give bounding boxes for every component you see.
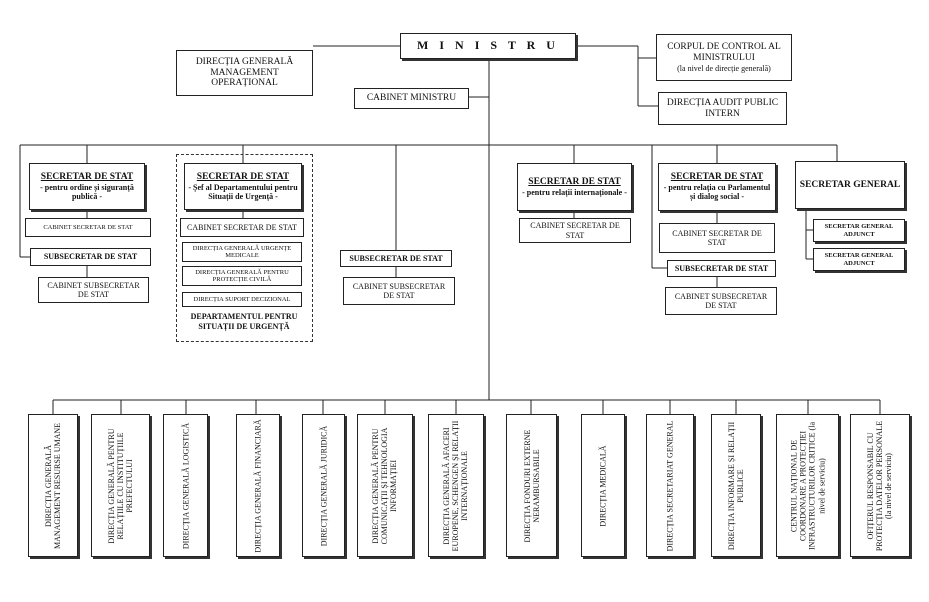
dir-logistica-label: DIRECȚIA GENERALĂ LOGISTICĂ xyxy=(180,422,190,549)
ofiter-protectia-datelor-box: OFIȚERUL RESPONSABIL CU PROTECȚIA DATELO… xyxy=(850,414,910,557)
secretar-stat-dsu-sub: - Șef al Departamentului pentru Situații… xyxy=(188,182,298,201)
cabinet-subsecretar-left-label: CABINET SUBSECRETAR DE STAT xyxy=(47,280,140,299)
secretar-stat-ordine-box: SECRETAR DE STAT - pentru ordine și sigu… xyxy=(29,163,145,210)
secretar-stat-relatii-internationale-sub: - pentru relații internaționale - xyxy=(522,187,627,197)
dir-secretariat-general-box: DIRECȚIA SECRETARIAT GENERAL xyxy=(646,414,694,557)
dg-urgente-medicale-box: DIRECȚIA GENERALĂ URGENȚE MEDICALE xyxy=(182,242,302,262)
cabinet-subsecretar-right-label: CABINET SUBSECRETAR DE STAT xyxy=(674,291,768,310)
subsecretar-stat-left-label: SUBSECRETAR DE STAT xyxy=(43,252,138,262)
dir-management-resurse-umane-label: DIRECȚIA GENERALĂ MANAGEMENT RESURSE UMA… xyxy=(43,422,62,549)
secretar-general-adjunct-2-box: SECRETAR GENERAL ADJUNCT xyxy=(813,248,905,271)
secretar-stat-relatii-internationale-title: SECRETAR DE STAT xyxy=(528,176,621,187)
audit-public-intern-label: DIRECȚIA AUDIT PUBLIC INTERN xyxy=(666,97,779,119)
secretar-stat-ordine-title: SECRETAR DE STAT xyxy=(40,171,134,182)
corp-control-label: CORPUL DE CONTROL AL MINISTRULUI xyxy=(667,41,781,63)
cabinet-secretar-relatii-label: CABINET SECRETAR DE STAT xyxy=(530,221,620,240)
cabinet-subsecretar-left-box: CABINET SUBSECRETAR DE STAT xyxy=(38,277,149,303)
centrul-protectie-infrastructuri-box: CENTRUL NAȚIONAL DE COORDONARE A PROTECȚ… xyxy=(776,414,839,557)
dir-afaceri-europene-label: DIRECȚIA GENERALĂ AFACERI EUROPENE, SCHE… xyxy=(442,420,470,551)
dir-informare-relatii-publice-box: DIRECȚIA INFORMARE ȘI RELAȚII PUBLICE xyxy=(711,414,761,557)
dir-comunicatii-ti-label: DIRECȚIA GENERALĂ PENTRU COMUNICAȚII ȘI … xyxy=(371,427,399,544)
cabinet-secretar-ordine-box: CABINET SECRETAR DE STAT xyxy=(25,218,151,237)
dir-medicala-box: DIRECȚIA MEDICALĂ xyxy=(581,414,625,557)
centrul-protectie-infrastructuri-label: CENTRUL NAȚIONAL DE COORDONARE A PROTECȚ… xyxy=(789,421,826,550)
subsecretar-stat-center-label: SUBSECRETAR DE STAT xyxy=(349,253,443,263)
secretar-general-adjunct-1-box: SECRETAR GENERAL ADJUNCT xyxy=(813,219,905,242)
subsecretar-stat-right-label: SUBSECRETAR DE STAT xyxy=(674,263,769,273)
corp-control-box: CORPUL DE CONTROL AL MINISTRULUI (la niv… xyxy=(656,34,792,81)
subsecretar-stat-center-box: SUBSECRETAR DE STAT xyxy=(340,250,452,267)
secretar-stat-ordine-sub: - pentru ordine și siguranță publică - xyxy=(40,182,134,201)
departament-situatii-urgenta-group xyxy=(176,154,313,342)
dg-management-operational-box: DIRECȚIA GENERALĂ MANAGEMENT OPERAȚIONAL xyxy=(176,50,313,96)
dir-relatii-institutii-prefect-box: DIRECȚIA GENERALĂ PENTRU RELAȚIILE CU IN… xyxy=(91,414,150,557)
cabinet-subsecretar-center-label: CABINET SUBSECRETAR DE STAT xyxy=(352,281,446,300)
dir-juridica-label: DIRECȚIA GENERALĂ JURIDICĂ xyxy=(318,425,328,546)
dg-urgente-medicale-label: DIRECȚIA GENERALĂ URGENȚE MEDICALE xyxy=(192,244,292,259)
secretar-general-box: SECRETAR GENERAL xyxy=(795,161,905,209)
ofiter-protectia-datelor-label: OFIȚERUL RESPONSABIL CU PROTECȚIA DATELO… xyxy=(866,420,894,551)
secretar-general-adjunct-1-label: SECRETAR GENERAL ADJUNCT xyxy=(824,223,894,238)
dir-afaceri-europene-box: DIRECȚIA GENERALĂ AFACERI EUROPENE, SCHE… xyxy=(428,414,484,557)
dg-management-operational-label: DIRECȚIA GENERALĂ MANAGEMENT OPERAȚIONAL xyxy=(195,56,294,89)
cabinet-secretar-dsu-box: CABINET SECRETAR DE STAT xyxy=(180,218,304,237)
dir-medicala-label: DIRECȚIA MEDICALĂ xyxy=(598,444,608,527)
ministru-box: M I N I S T R U xyxy=(400,33,576,59)
dir-informare-relatii-publice-label: DIRECȚIA INFORMARE ȘI RELAȚII PUBLICE xyxy=(726,421,745,550)
audit-public-intern-box: DIRECȚIA AUDIT PUBLIC INTERN xyxy=(658,92,787,125)
cabinet-subsecretar-right-box: CABINET SUBSECRETAR DE STAT xyxy=(665,287,777,315)
dir-relatii-institutii-prefect-label: DIRECȚIA GENERALĂ PENTRU RELAȚIILE CU IN… xyxy=(106,427,135,544)
corp-control-note: (la nivel de direcție generală) xyxy=(677,63,771,73)
dir-fonduri-externe-label: DIRECȚIA FONDURI EXTERNE NERAMBURSABILE xyxy=(522,429,541,542)
subsecretar-stat-right-box: SUBSECRETAR DE STAT xyxy=(667,260,776,277)
cabinet-secretar-dsu-label: CABINET SECRETAR DE STAT xyxy=(187,222,297,232)
directia-suport-decizional-box: DIRECȚIA SUPORT DECIZIONAL xyxy=(182,292,302,307)
secretar-stat-parlament-box: SECRETAR DE STAT - pentru relația cu Par… xyxy=(658,163,776,211)
secretar-stat-dsu-box: SECRETAR DE STAT - Șef al Departamentulu… xyxy=(184,163,302,210)
cabinet-ministru-label: CABINET MINISTRU xyxy=(366,93,457,104)
secretar-stat-relatii-internationale-box: SECRETAR DE STAT - pentru relații intern… xyxy=(517,163,632,211)
dir-fonduri-externe-box: DIRECȚIA FONDURI EXTERNE NERAMBURSABILE xyxy=(506,414,557,557)
cabinet-secretar-parlament-box: CABINET SECRETAR DE STAT xyxy=(659,223,775,253)
ministru-label: M I N I S T R U xyxy=(417,38,559,53)
dir-financiara-label: DIRECȚIA GENERALĂ FINANCIARĂ xyxy=(253,418,263,553)
secretar-stat-parlament-title: SECRETAR DE STAT xyxy=(670,172,764,183)
secretar-stat-dsu-title: SECRETAR DE STAT xyxy=(196,171,290,182)
cabinet-subsecretar-center-box: CABINET SUBSECRETAR DE STAT xyxy=(343,277,455,305)
dir-comunicatii-ti-box: DIRECȚIA GENERALĂ PENTRU COMUNICAȚII ȘI … xyxy=(357,414,413,557)
dir-logistica-box: DIRECȚIA GENERALĂ LOGISTICĂ xyxy=(163,414,208,557)
cabinet-secretar-parlament-label: CABINET SECRETAR DE STAT xyxy=(672,228,762,247)
secretar-general-title: SECRETAR GENERAL xyxy=(799,179,901,190)
cabinet-ministru-box: CABINET MINISTRU xyxy=(354,88,469,109)
secretar-general-adjunct-2-label: SECRETAR GENERAL ADJUNCT xyxy=(824,252,894,267)
cabinet-secretar-relatii-box: CABINET SECRETAR DE STAT xyxy=(519,218,631,243)
dg-protectie-civila-box: DIRECȚIA GENERALĂ PENTRU PROTECȚIE CIVIL… xyxy=(182,266,302,286)
directia-suport-decizional-label: DIRECȚIA SUPORT DECIZIONAL xyxy=(193,295,291,303)
subsecretar-stat-left-box: SUBSECRETAR DE STAT xyxy=(30,248,151,266)
dir-financiara-box: DIRECȚIA GENERALĂ FINANCIARĂ xyxy=(236,414,280,557)
dir-juridica-box: DIRECȚIA GENERALĂ JURIDICĂ xyxy=(302,414,345,557)
departament-situatii-urgenta-label: DEPARTAMENTUL PENTRU SITUAȚII DE URGENȚĂ xyxy=(190,312,298,331)
dir-secretariat-general-label: DIRECȚIA SECRETARIAT GENERAL xyxy=(665,420,675,551)
cabinet-secretar-ordine-label: CABINET SECRETAR DE STAT xyxy=(43,223,133,231)
dir-management-resurse-umane-box: DIRECȚIA GENERALĂ MANAGEMENT RESURSE UMA… xyxy=(28,414,78,557)
dg-protectie-civila-label: DIRECȚIA GENERALĂ PENTRU PROTECȚIE CIVIL… xyxy=(195,268,289,283)
secretar-stat-parlament-sub: - pentru relația cu Parlamentul și dialo… xyxy=(663,183,771,202)
